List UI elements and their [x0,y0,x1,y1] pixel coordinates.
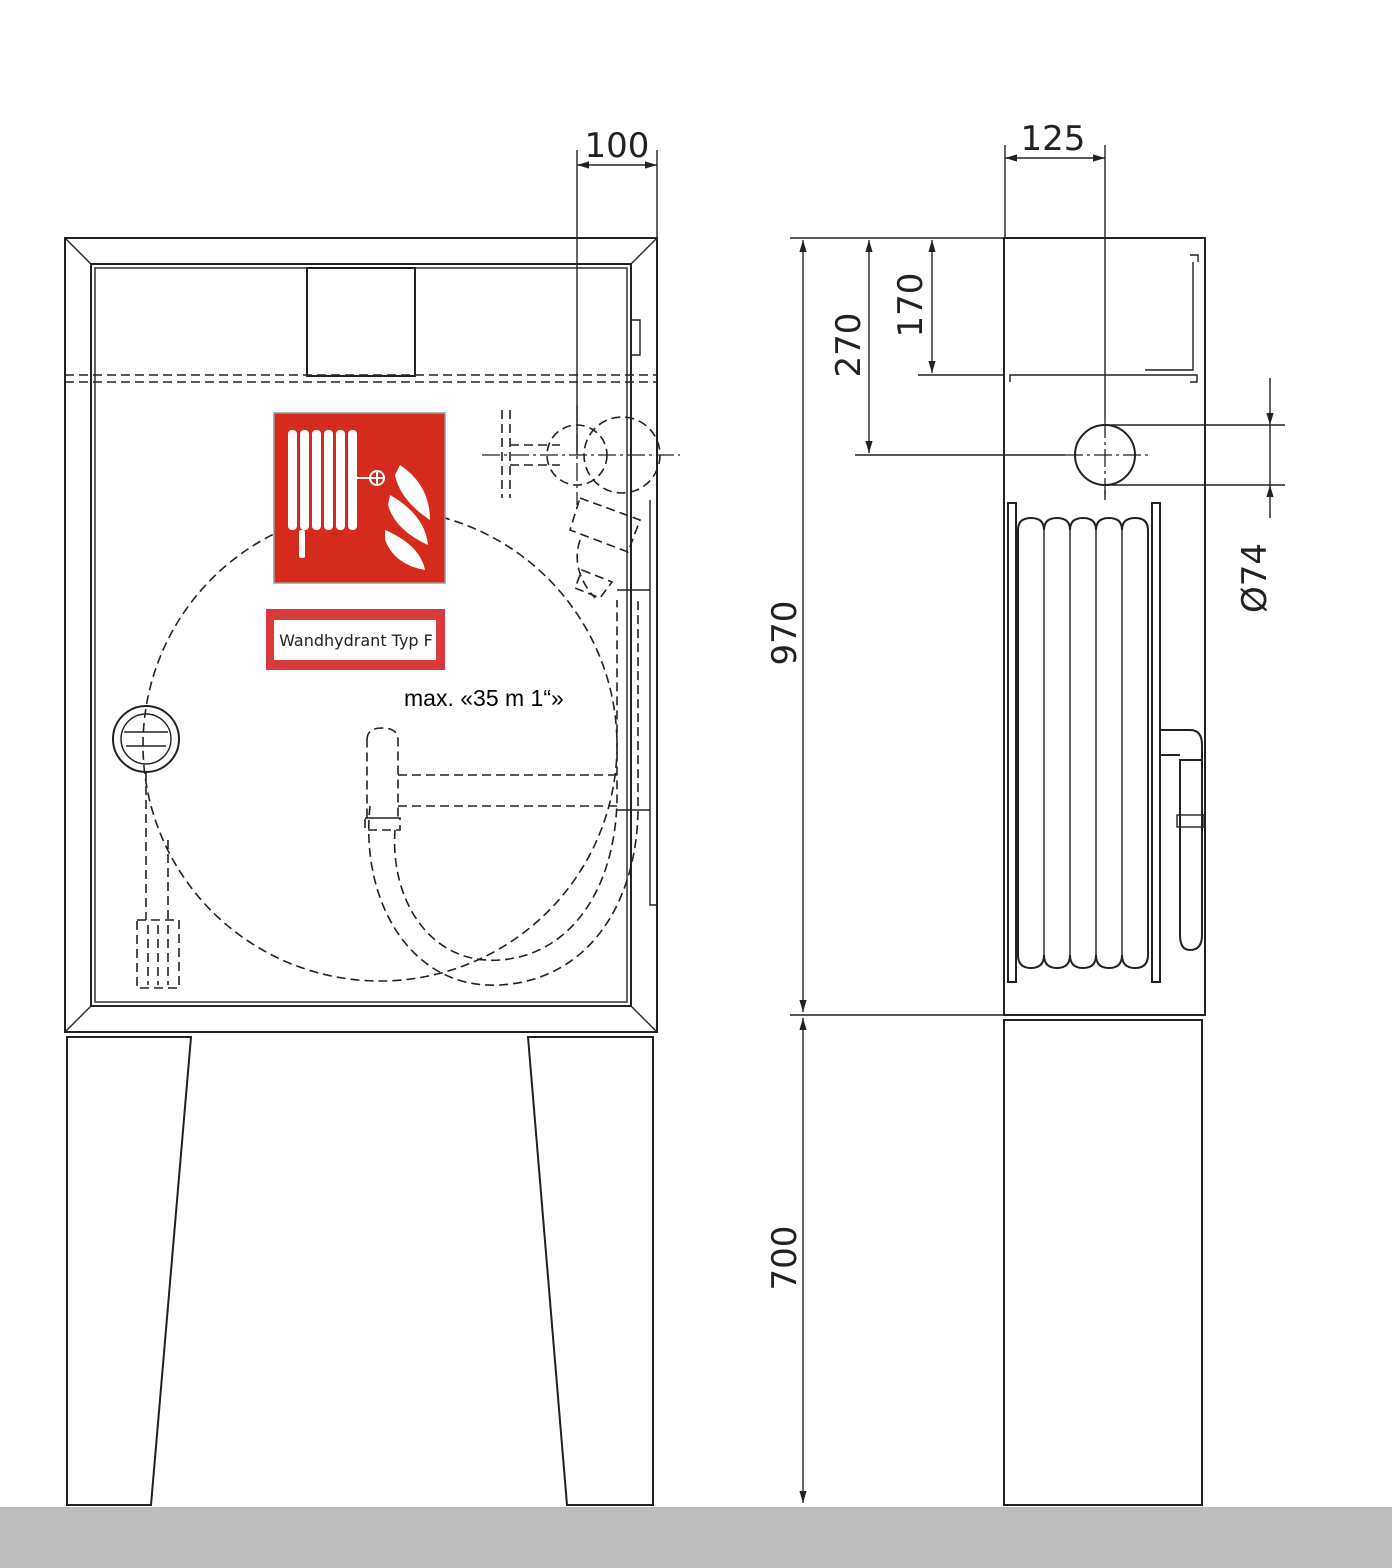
dimension-170: 170 [891,273,931,338]
door-lock-icon [112,705,180,773]
dimension-125: 125 [1021,119,1086,159]
dimension-100: 100 [585,126,650,166]
dimension-700: 700 [765,1226,805,1291]
stand-side [1003,1019,1203,1506]
top-compartment [306,267,416,377]
fire-hose-reel-sign-icon [273,412,446,584]
hose-spec-note: max. «35 m 1“» [404,685,564,711]
cabinet-side [1003,237,1206,1016]
side-view: 125 970 700 270 170 Ø74 [765,119,1285,1506]
dimension-diameter-74: Ø74 [1235,543,1275,613]
cabinet-outer-frame [64,237,658,1033]
hose-reel-side [1007,502,1205,983]
left-leg [66,1036,193,1506]
dimension-970: 970 [765,601,805,666]
cabinet-door [90,263,632,1007]
floor [0,1507,1392,1568]
front-view: Wandhydrant Typ F max. «35 m 1“» 100 [64,126,680,1506]
dimension-270: 270 [829,313,869,378]
hydrant-type-label: Wandhydrant Typ F [279,631,433,650]
right-leg [526,1036,654,1506]
